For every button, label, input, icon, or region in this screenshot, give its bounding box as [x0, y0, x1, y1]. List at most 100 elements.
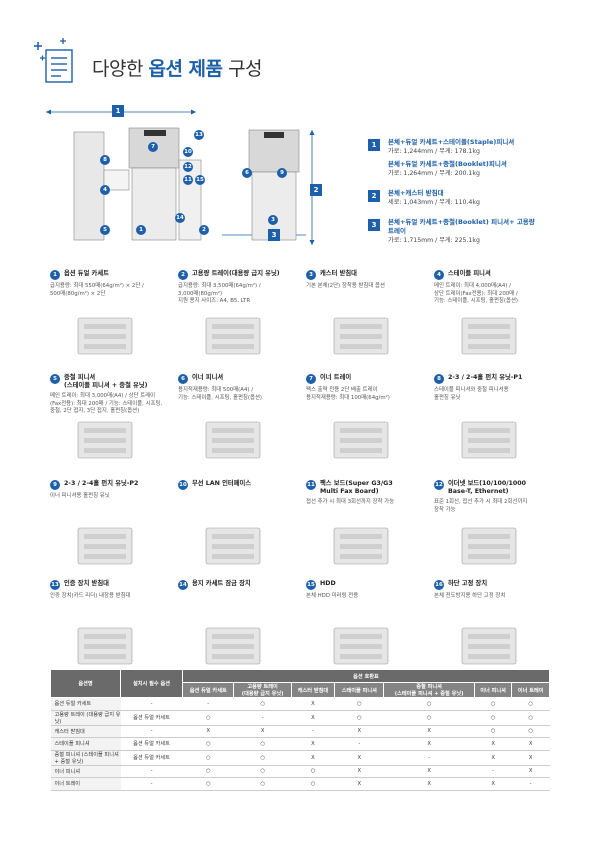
config-detail: 가로: 1,715mm / 무게: 225.1kg — [388, 237, 480, 244]
option-number-badge: 8 — [434, 374, 444, 384]
row-option-name: 옵션 듀얼 카세트 — [50, 697, 121, 711]
compat-cell: ○ — [511, 697, 550, 711]
compat-cell: - — [334, 737, 384, 751]
compat-column-header: 중철 피니셔 (스테이플 피니셔 + 중철 유닛) — [383, 682, 475, 698]
compat-cell: X — [334, 765, 384, 778]
callout-5: 5 — [100, 225, 110, 235]
option-number-badge: 10 — [178, 480, 188, 490]
option-number-badge: 16 — [434, 580, 444, 590]
option-title: 용지 카세트 잠금 장치 — [192, 580, 251, 587]
option-description: 기본 본체(2단) 장착용 받침대 옵션 — [306, 283, 385, 289]
callout-1: 1 — [136, 225, 146, 235]
option-product-image — [316, 306, 406, 362]
option-description: 급지용량: 최대 550매(64g/m²) × 2단 / 500매(80g/m²… — [50, 283, 144, 297]
row-required-option: - — [120, 765, 183, 778]
row-required-option: - — [120, 697, 183, 711]
option-number-badge: 12 — [434, 480, 444, 490]
option-description: 본체 전도방지용 하단 고정 장치 — [434, 593, 506, 599]
compat-cell: ○ — [233, 765, 292, 778]
compat-cell: ○ — [182, 777, 234, 791]
row-option-name: 캐스터 받침대 — [50, 725, 121, 738]
compat-cell: X — [291, 697, 335, 711]
config-detail: 가로: 1,264mm / 무게: 200.1kg — [388, 170, 480, 177]
compat-column-header: 고용량 트레이 (대용량 급지 유닛) — [233, 682, 292, 698]
option-title: 캐스터 받침대 — [320, 270, 357, 277]
option-title: 이너 피니셔 — [192, 374, 224, 381]
compat-cell: ○ — [383, 697, 475, 711]
compat-cell: ○ — [182, 750, 234, 766]
callout-12: 12 — [183, 162, 193, 172]
dimension-label-2: 2 — [310, 184, 322, 196]
option-title: 무선 LAN 인터페이스 — [192, 480, 252, 487]
option-title: HDD — [320, 580, 336, 587]
compat-cell: ○ — [233, 750, 292, 766]
option-title: 옵션 듀얼 카세트 — [64, 270, 109, 277]
required-option-header: 설치시 필수 옵션 — [120, 669, 183, 698]
option-card: 10 무선 LAN 인터페이스 — [178, 480, 298, 565]
config-item: 2 본체+캐스터 받침대 세로: 1,043mm / 무게: 110.4kg — [368, 189, 578, 211]
option-number-badge: 11 — [306, 480, 316, 490]
option-number-badge: 2 — [178, 270, 188, 280]
compat-cell: X — [511, 750, 550, 766]
compat-cell: ○ — [474, 710, 512, 726]
compat-cell: ○ — [511, 710, 550, 726]
option-number-badge: 9 — [50, 480, 60, 490]
option-product-image — [60, 306, 150, 362]
row-option-name: 중철 피니셔 (스테이플 피니셔 + 중철 유닛) — [50, 750, 121, 766]
row-option-name: 스테이플 피니셔 — [50, 737, 121, 751]
config-title: 본체+듀얼 카세트+중철(Booklet) 피니셔+ 고용량 트레이 — [388, 218, 535, 235]
option-title: 2-3 / 2-4홀 펀치 유닛-P2 — [64, 480, 139, 487]
option-product-image — [444, 516, 534, 572]
compat-column-header: 옵션 듀얼 카세트 — [181, 682, 235, 698]
compat-cell: - — [233, 710, 292, 726]
compat-cell: ○ — [334, 710, 384, 726]
compat-cell: ○ — [291, 765, 335, 778]
compat-cell: ○ — [334, 697, 384, 711]
compat-column-header: 스테이플 피니셔 — [334, 682, 385, 698]
option-product-image — [188, 410, 278, 466]
dimension-label-3: 3 — [268, 229, 280, 241]
option-title: 중철 피니셔 (스테이플 피니셔 + 중철 유닛) — [64, 374, 148, 389]
compat-cell: X — [474, 777, 512, 791]
option-title: 2-3 / 2-4홀 펀치 유닛-P1 — [448, 374, 523, 381]
callout-13: 13 — [194, 130, 204, 140]
row-option-name: 이너 트레이 — [50, 777, 121, 791]
compat-column-header: 이너 피니셔 — [473, 682, 513, 698]
option-description: 스테이플 피니셔와 중철 피니셔용 홀펀칭 유닛 — [434, 387, 509, 401]
option-number-badge: 3 — [306, 270, 316, 280]
compat-cell: ○ — [474, 697, 512, 711]
compat-cell: X — [291, 737, 335, 751]
compat-column-header: 이너 트레이 — [511, 682, 550, 698]
compat-cell: - — [474, 765, 512, 778]
compat-cell: ○ — [182, 765, 234, 778]
callout-6: 6 — [242, 168, 252, 178]
callout-2: 2 — [199, 225, 209, 235]
compat-cell: ○ — [511, 725, 550, 738]
compat-cell: X — [383, 777, 475, 791]
compat-cell: ○ — [182, 710, 234, 726]
table-row: 옵션 듀얼 카세트--○X○○○○ — [50, 697, 550, 711]
option-card: 8 2-3 / 2-4홀 펀치 유닛-P1 스테이플 피니셔와 중철 피니셔용 홀펀… — [434, 374, 554, 459]
option-product-image — [444, 410, 534, 466]
config-title: 본체+듀얼 카세트+중철(Booklet)피니셔 — [388, 160, 507, 168]
compat-cell: - — [383, 750, 475, 766]
row-required-option: - — [120, 725, 183, 738]
callout-14: 14 — [175, 213, 185, 223]
option-title: 스테이플 피니셔 — [448, 270, 491, 277]
option-description: 팩스 출력 전용 2단 배출 트레이 용지적재용량: 최대 100매(64g/m… — [306, 387, 390, 401]
option-product-image — [444, 616, 534, 672]
config-detail: 가로: 1,244mm / 무게: 178.1kg — [388, 148, 480, 155]
compat-cell: X — [383, 765, 475, 778]
option-description: 본체 HDD 미러링 전용 — [306, 593, 359, 599]
callout-4: 4 — [100, 185, 110, 195]
